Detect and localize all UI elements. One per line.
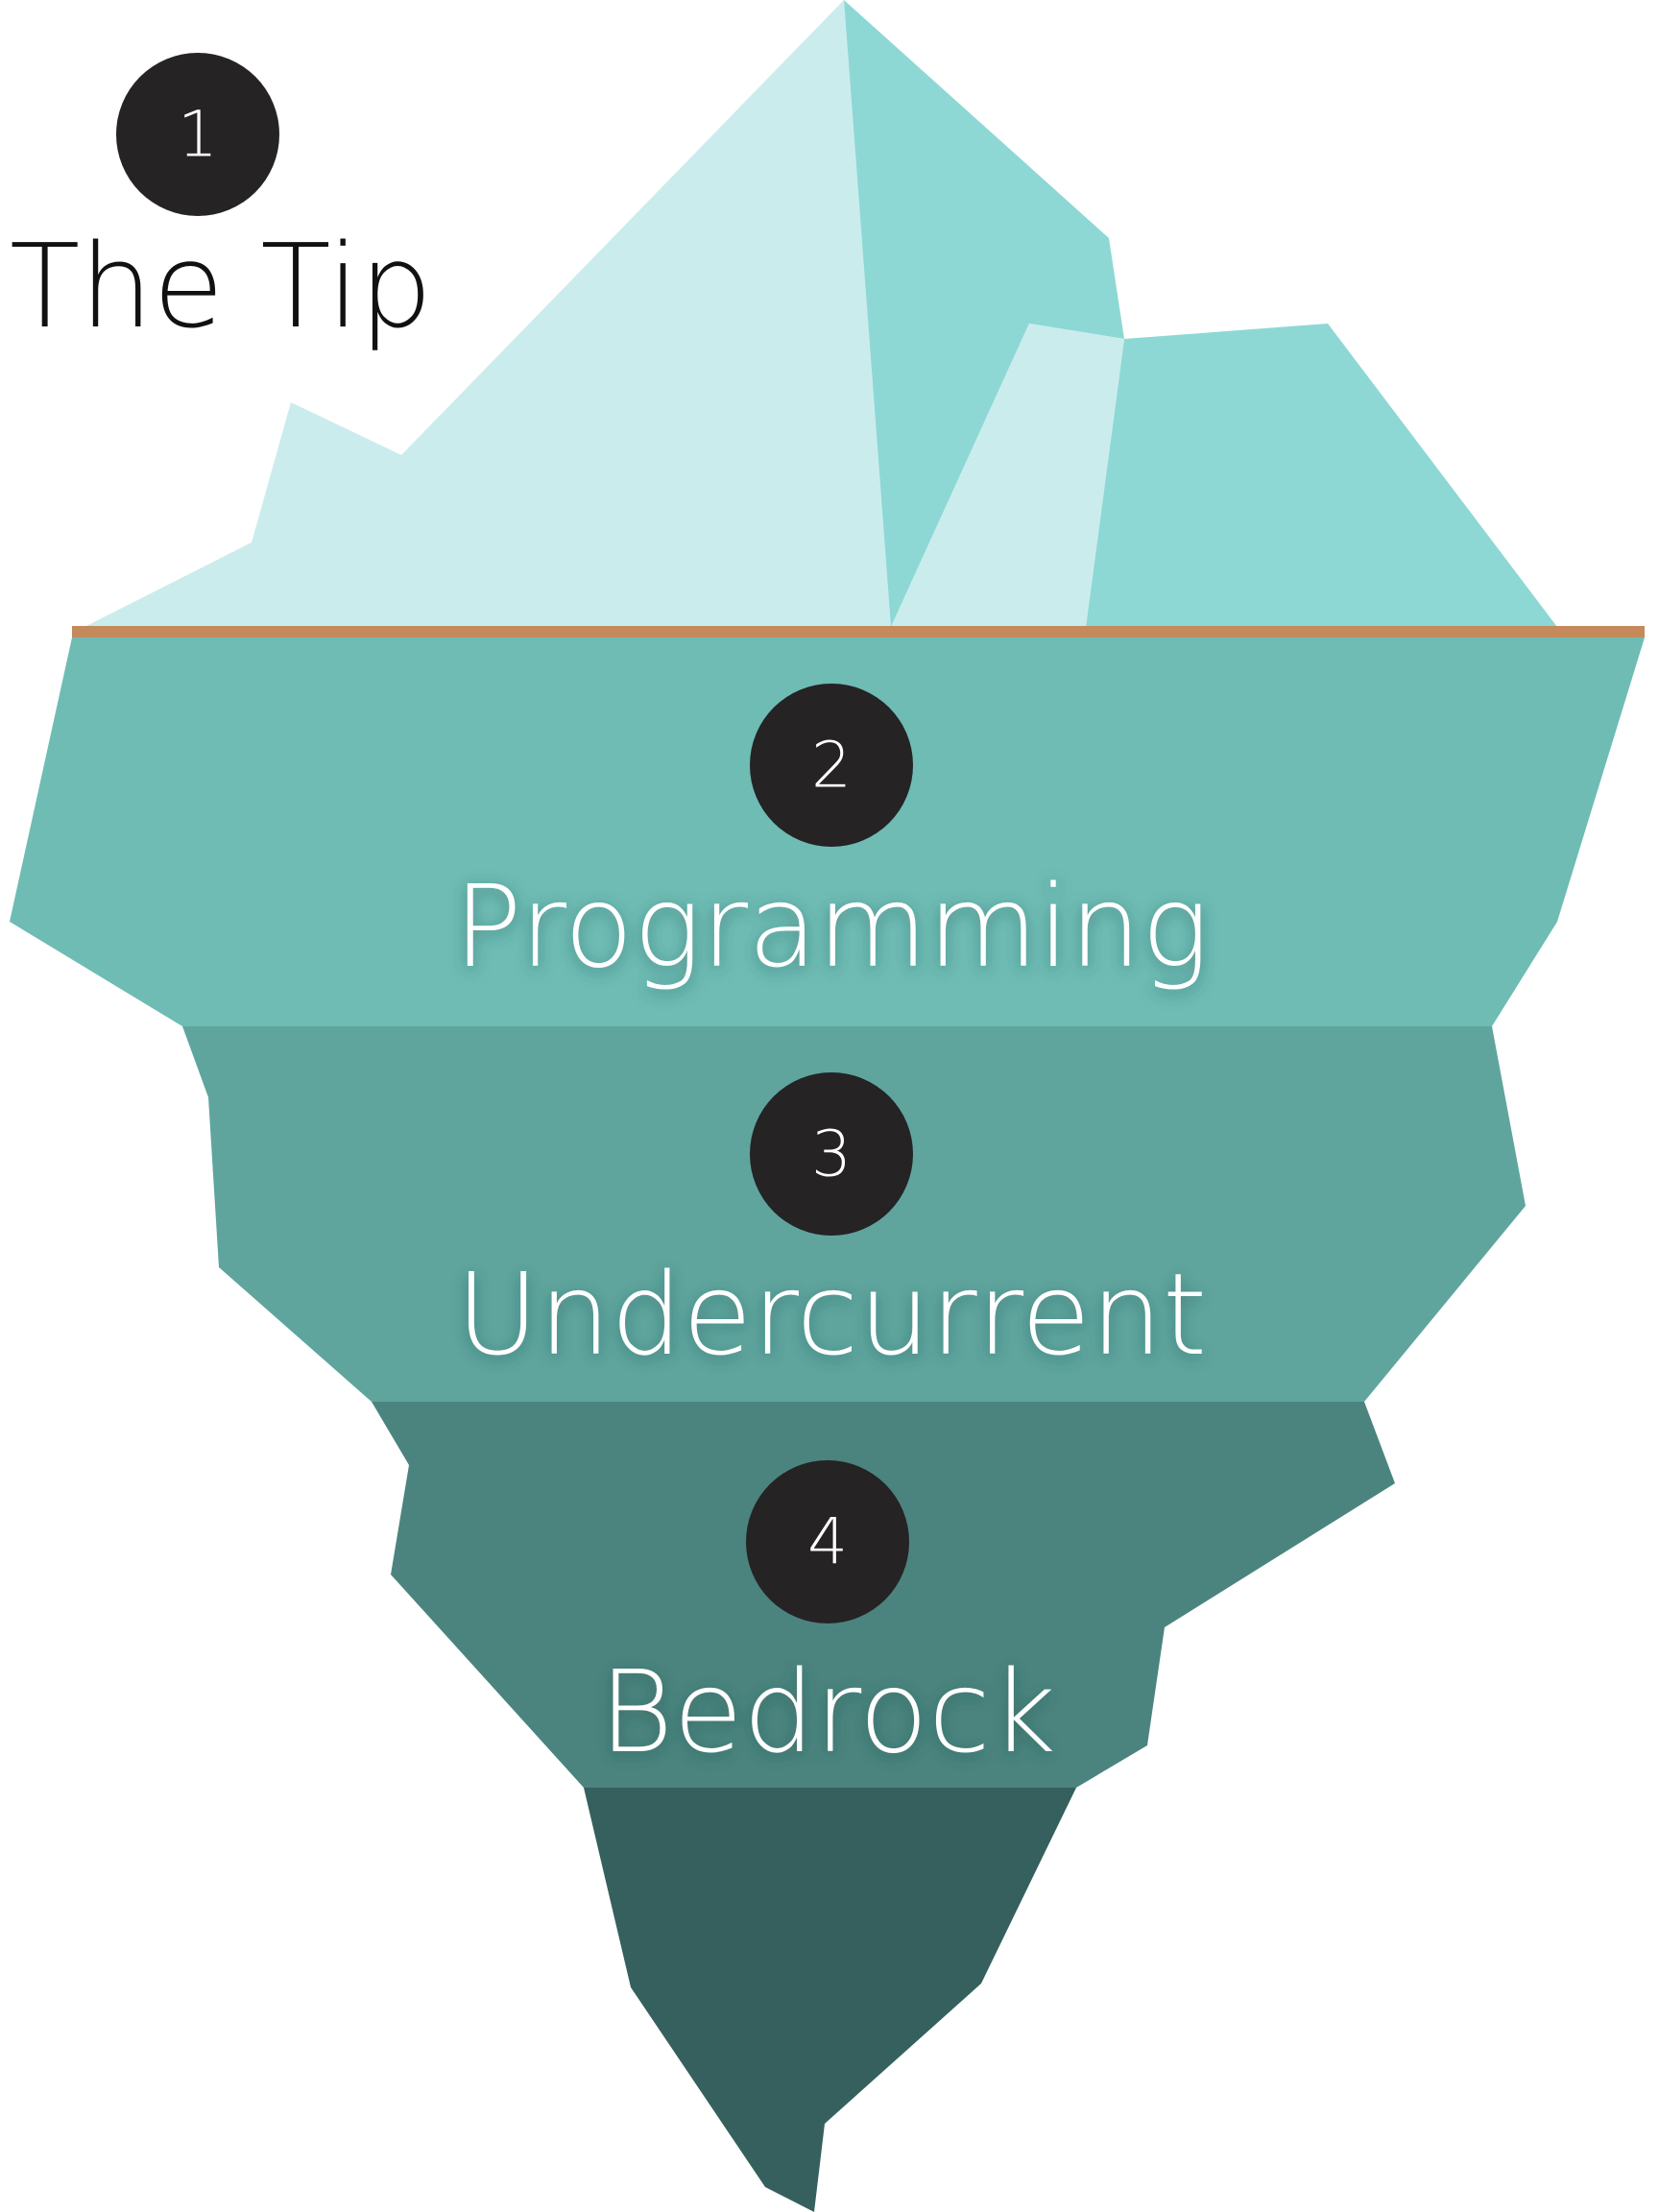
badge-4: [746, 1460, 909, 1623]
programming-title: Programming: [453, 860, 1209, 993]
layer-deep: [584, 1788, 1076, 2212]
badge-4-number: 4: [807, 1505, 848, 1579]
label-bedrock: 4 Bedrock: [599, 1460, 1056, 1778]
badge-2-number: 2: [811, 729, 852, 803]
tip-right-face: [844, 0, 1557, 627]
badge-1-number: 1: [178, 98, 218, 172]
waterline: [72, 626, 1645, 637]
label-tip: 1 The Tip: [10, 53, 432, 354]
undercurrent-title: Undercurrent: [456, 1248, 1207, 1381]
iceberg-tip: [84, 0, 1557, 627]
tip-inner-face: [891, 324, 1124, 627]
label-undercurrent: 3 Undercurrent: [456, 1072, 1207, 1381]
badge-2: [750, 684, 913, 847]
badge-1: [116, 53, 279, 216]
bedrock-title: Bedrock: [599, 1646, 1056, 1778]
tip-title: The Tip: [10, 221, 432, 354]
badge-3-number: 3: [811, 1118, 852, 1191]
tip-left-face: [84, 0, 891, 627]
badge-3: [750, 1072, 913, 1236]
label-programming: 2 Programming: [453, 684, 1210, 993]
